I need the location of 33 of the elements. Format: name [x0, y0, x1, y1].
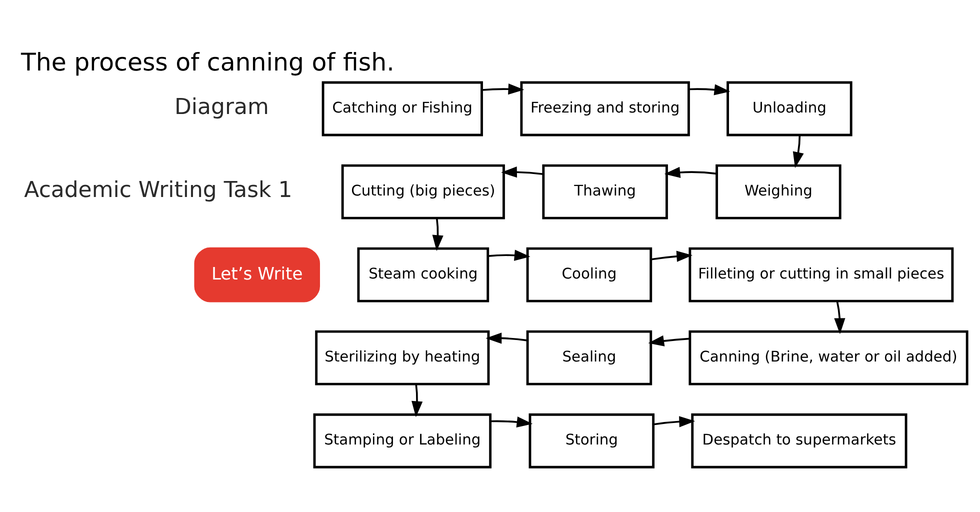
- node-box: Weighing: [716, 164, 842, 219]
- node-box: Storing: [528, 412, 655, 468]
- arrow: [688, 84, 730, 95]
- node-box: Sterilizing by heating: [315, 330, 490, 385]
- label: Academic Writing Task 1: [24, 178, 292, 203]
- arrow: [482, 83, 524, 94]
- node-box: Canning (Brine, water or oil added): [688, 330, 968, 385]
- arrow: [664, 166, 717, 178]
- node-box: Stamping or Labeling: [313, 412, 492, 468]
- node-box: Let’s Write: [194, 246, 320, 302]
- arrow: [488, 249, 530, 260]
- arrow: [501, 166, 544, 178]
- node-box: Filleting or cutting in small pieces: [688, 246, 954, 302]
- arrow: [486, 332, 528, 344]
- node-box: Thawing: [542, 164, 668, 219]
- arrow: [432, 217, 444, 251]
- arrow: [412, 384, 423, 417]
- label: Diagram: [174, 94, 269, 120]
- arrow: [648, 334, 690, 346]
- arrow: [834, 300, 846, 334]
- arrow: [654, 416, 696, 427]
- arrow: [490, 416, 533, 428]
- node-box: Despatch to supermarkets: [691, 412, 908, 468]
- node-box: Catching or Fishing: [322, 80, 483, 136]
- node-box: Cutting (big pieces): [341, 164, 505, 219]
- node-box: Unloading: [726, 80, 852, 136]
- diagram-title: The process of canning of fish.: [20, 46, 394, 76]
- arrow: [651, 250, 693, 262]
- node-box: Cooling: [526, 246, 652, 302]
- node-box: Steam cooking: [357, 246, 490, 302]
- node-box: Freezing and storing: [520, 80, 690, 136]
- arrow: [792, 134, 804, 168]
- node-box: Sealing: [526, 330, 652, 385]
